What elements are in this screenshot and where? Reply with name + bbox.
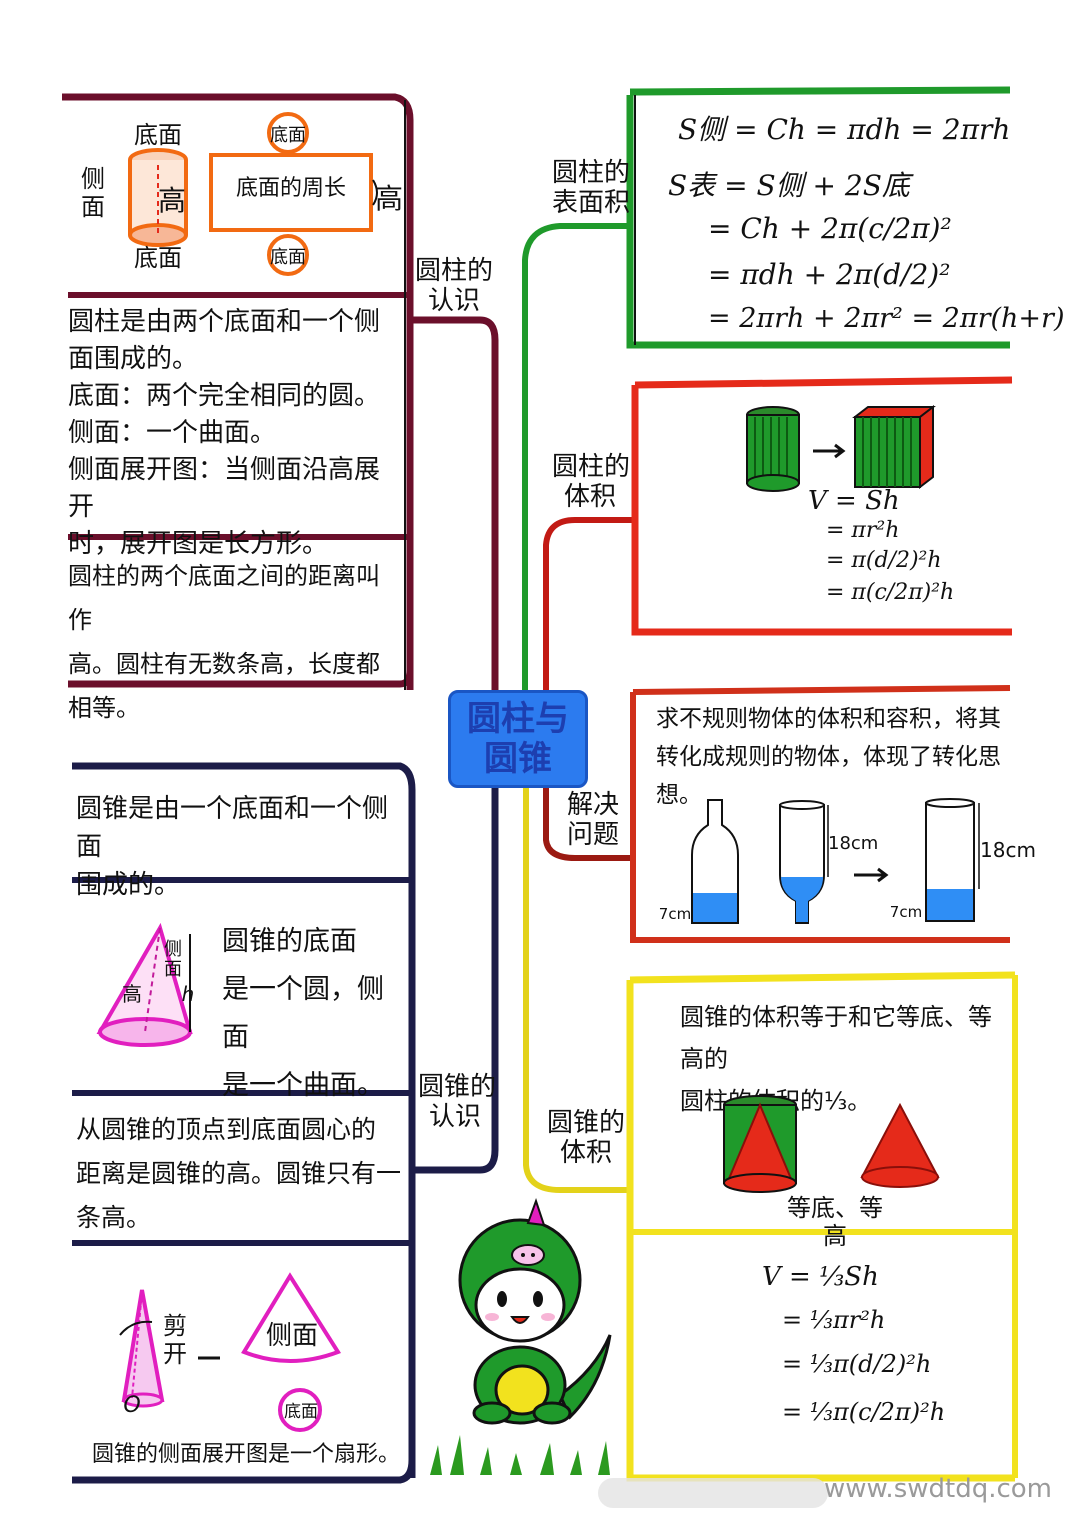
cylinder-net-diagram [128,112,378,276]
cone-o-label: O [123,1393,141,1418]
cone-height-label: 高 [122,982,142,1006]
central-topic: 圆柱与 圆锥 [448,690,588,788]
cone-unfold-text: 圆锥的侧面展开图是一个扇形。 [92,1442,401,1467]
surface-formula-5: = 2πrh + 2πr² = 2πr(h+r) [708,303,1065,334]
watermark-blur [598,1478,828,1508]
branch-label-cylinder-volume: 圆柱的 体积 [552,452,631,512]
cone-volume-caption: 等底、等高 [787,1194,883,1250]
surface-formula-3: = Ch + 2π(c/2π)² [708,212,952,245]
branch-label-cylinder-recognition: 圆柱的 认识 [414,256,493,316]
sector-label: 侧面 [265,1321,318,1351]
cylinder-side-label: 侧 面 [81,165,105,221]
volume-formula-1: V = Sh [808,486,900,516]
surface-formula-4: = πdh + 2π(d/2)² [708,258,951,291]
surface-formula-2: S表 = S侧 + 2S底 [668,169,910,202]
unfold-height-label: 高 [374,182,403,215]
cone-definition-text: 圆锥是由一个底面和一个侧面 围成的。 [76,794,389,900]
central-topic-label: 圆柱与 圆锥 [467,699,569,779]
branch-label-problem-solving: 解决 问题 [566,790,619,850]
problem-solving-text: 求不规则物体的体积和容积，将其 转化成规则的物体，体现了转化思想。 [656,706,1001,808]
cone-volume-text: 圆锥的体积等于和它等底、等高的 圆柱的体积的⅓。 [680,1003,992,1115]
unfold-bottom-label: 底面 [270,247,306,268]
cone-volume-formula-3: = ⅓π(d/2)²h [782,1350,932,1378]
unfold-top-circle [267,112,309,154]
branch-label-cone-volume: 圆锥的 体积 [546,1108,625,1168]
sector-shape [241,1272,342,1363]
bottle-height-label-3: 7cm [889,903,923,921]
volume-formula-2: = πr²h [826,518,900,543]
unfold-middle-label: 底面的周长 [235,176,346,201]
cylinder-to-cuboid-diagram [746,405,936,492]
cone-cut-label: 剪开 [163,1312,187,1368]
cylinder-bottom-label: 底面 [134,244,182,272]
unfold-base-circle [278,1388,322,1432]
watermark-text: www.swdtdq.com [824,1474,1052,1504]
cone-h-letter: h [181,982,195,1006]
bottle-height-label-4: 18cm [980,838,1036,862]
unfold-base-label: 底面 [284,1402,318,1422]
cone-volume-formula-4: = ⅓π(c/2π)²h [782,1398,946,1426]
cylinder-top-label: 底面 [134,121,182,149]
cone-unfold-diagram [119,1272,342,1432]
cone-height-text: 从圆锥的顶点到底面圆心的 距离是圆锥的高。圆锥只有一 条高。 [76,1115,402,1232]
branch-label-cylinder-surface: 圆柱的 表面积 [552,158,631,218]
bottle-height-label-2: 18cm [828,833,879,854]
surface-formula-1: S侧 = Ch = πdh = 2πrh [678,113,1011,146]
cone-diagram [96,922,193,1047]
unfold-top-label: 底面 [270,125,306,146]
cone-volume-formula-2: = ⅓πr²h [782,1306,886,1334]
cone-base-text: 圆锥的底面 是一个圆，侧面 是一个曲面。 [222,926,384,1101]
unfold-rectangle [209,153,373,232]
bottle-conversion-diagram [691,798,980,924]
dinosaur-mascot-illustration [430,1197,612,1475]
volume-formula-4: = π(c/2π)²h [826,580,955,605]
cylinder-height-text: 圆柱的两个底面之间的距离叫作 高。圆柱有无数条高，长度都相等。 [68,562,380,722]
cone-volume-formula-1: V = ⅓Sh [762,1262,879,1292]
volume-formula-3: = π(d/2)²h [826,548,942,573]
cone-side-label: 侧 面 [164,939,182,980]
branch-label-cone-recognition: 圆锥的 认识 [418,1072,497,1132]
cylinder-definition-text: 圆柱是由两个底面和一个侧 面围成的。 底面：两个完全相同的圆。 侧面：一个曲面。… [68,307,381,559]
bottle-height-label-1: 7cm [658,905,692,923]
unfold-bottom-circle [267,234,309,276]
cylinder-height-label: 高 [157,184,186,217]
cone-cylinder-compare-diagram [723,1095,940,1193]
